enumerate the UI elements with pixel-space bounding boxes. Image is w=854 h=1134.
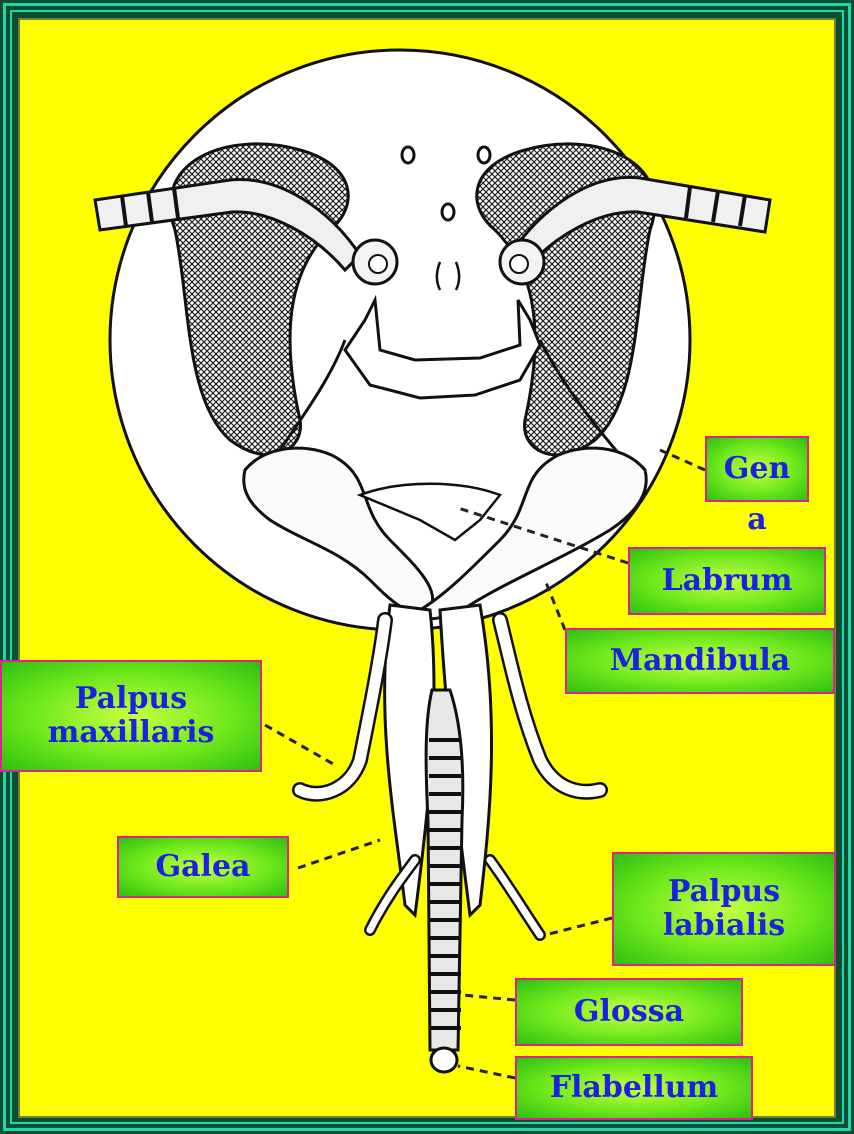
label-mandibula-text: Mandibula: [610, 644, 790, 678]
label-gena: Gen: [705, 436, 809, 502]
label-palpus-maxillaris: Palpus maxillaris: [0, 660, 262, 772]
label-gena-line1: Gen: [724, 452, 791, 486]
palpus-maxillaris-left: [300, 620, 385, 794]
label-labrum-text: Labrum: [662, 564, 793, 598]
label-galea-text: Galea: [156, 850, 251, 884]
label-palpus-labialis: Palpus labialis: [612, 852, 836, 966]
label-palpus-labialis-line2: labialis: [663, 909, 785, 943]
label-palpus-maxillaris-line1: Palpus: [75, 682, 187, 716]
label-gena-overflow: a: [705, 503, 809, 537]
label-glossa: Glossa: [515, 978, 743, 1046]
label-flabellum: Flabellum: [515, 1056, 753, 1120]
flabellum: [431, 1048, 457, 1072]
label-palpus-labialis-line1: Palpus: [668, 875, 780, 909]
label-galea: Galea: [117, 836, 289, 898]
glossa: [426, 690, 463, 1050]
label-labrum: Labrum: [628, 547, 826, 615]
label-flabellum-text: Flabellum: [550, 1071, 719, 1105]
label-palpus-maxillaris-line2: maxillaris: [48, 716, 215, 750]
label-mandibula: Mandibula: [565, 628, 835, 694]
label-glossa-text: Glossa: [574, 995, 684, 1029]
